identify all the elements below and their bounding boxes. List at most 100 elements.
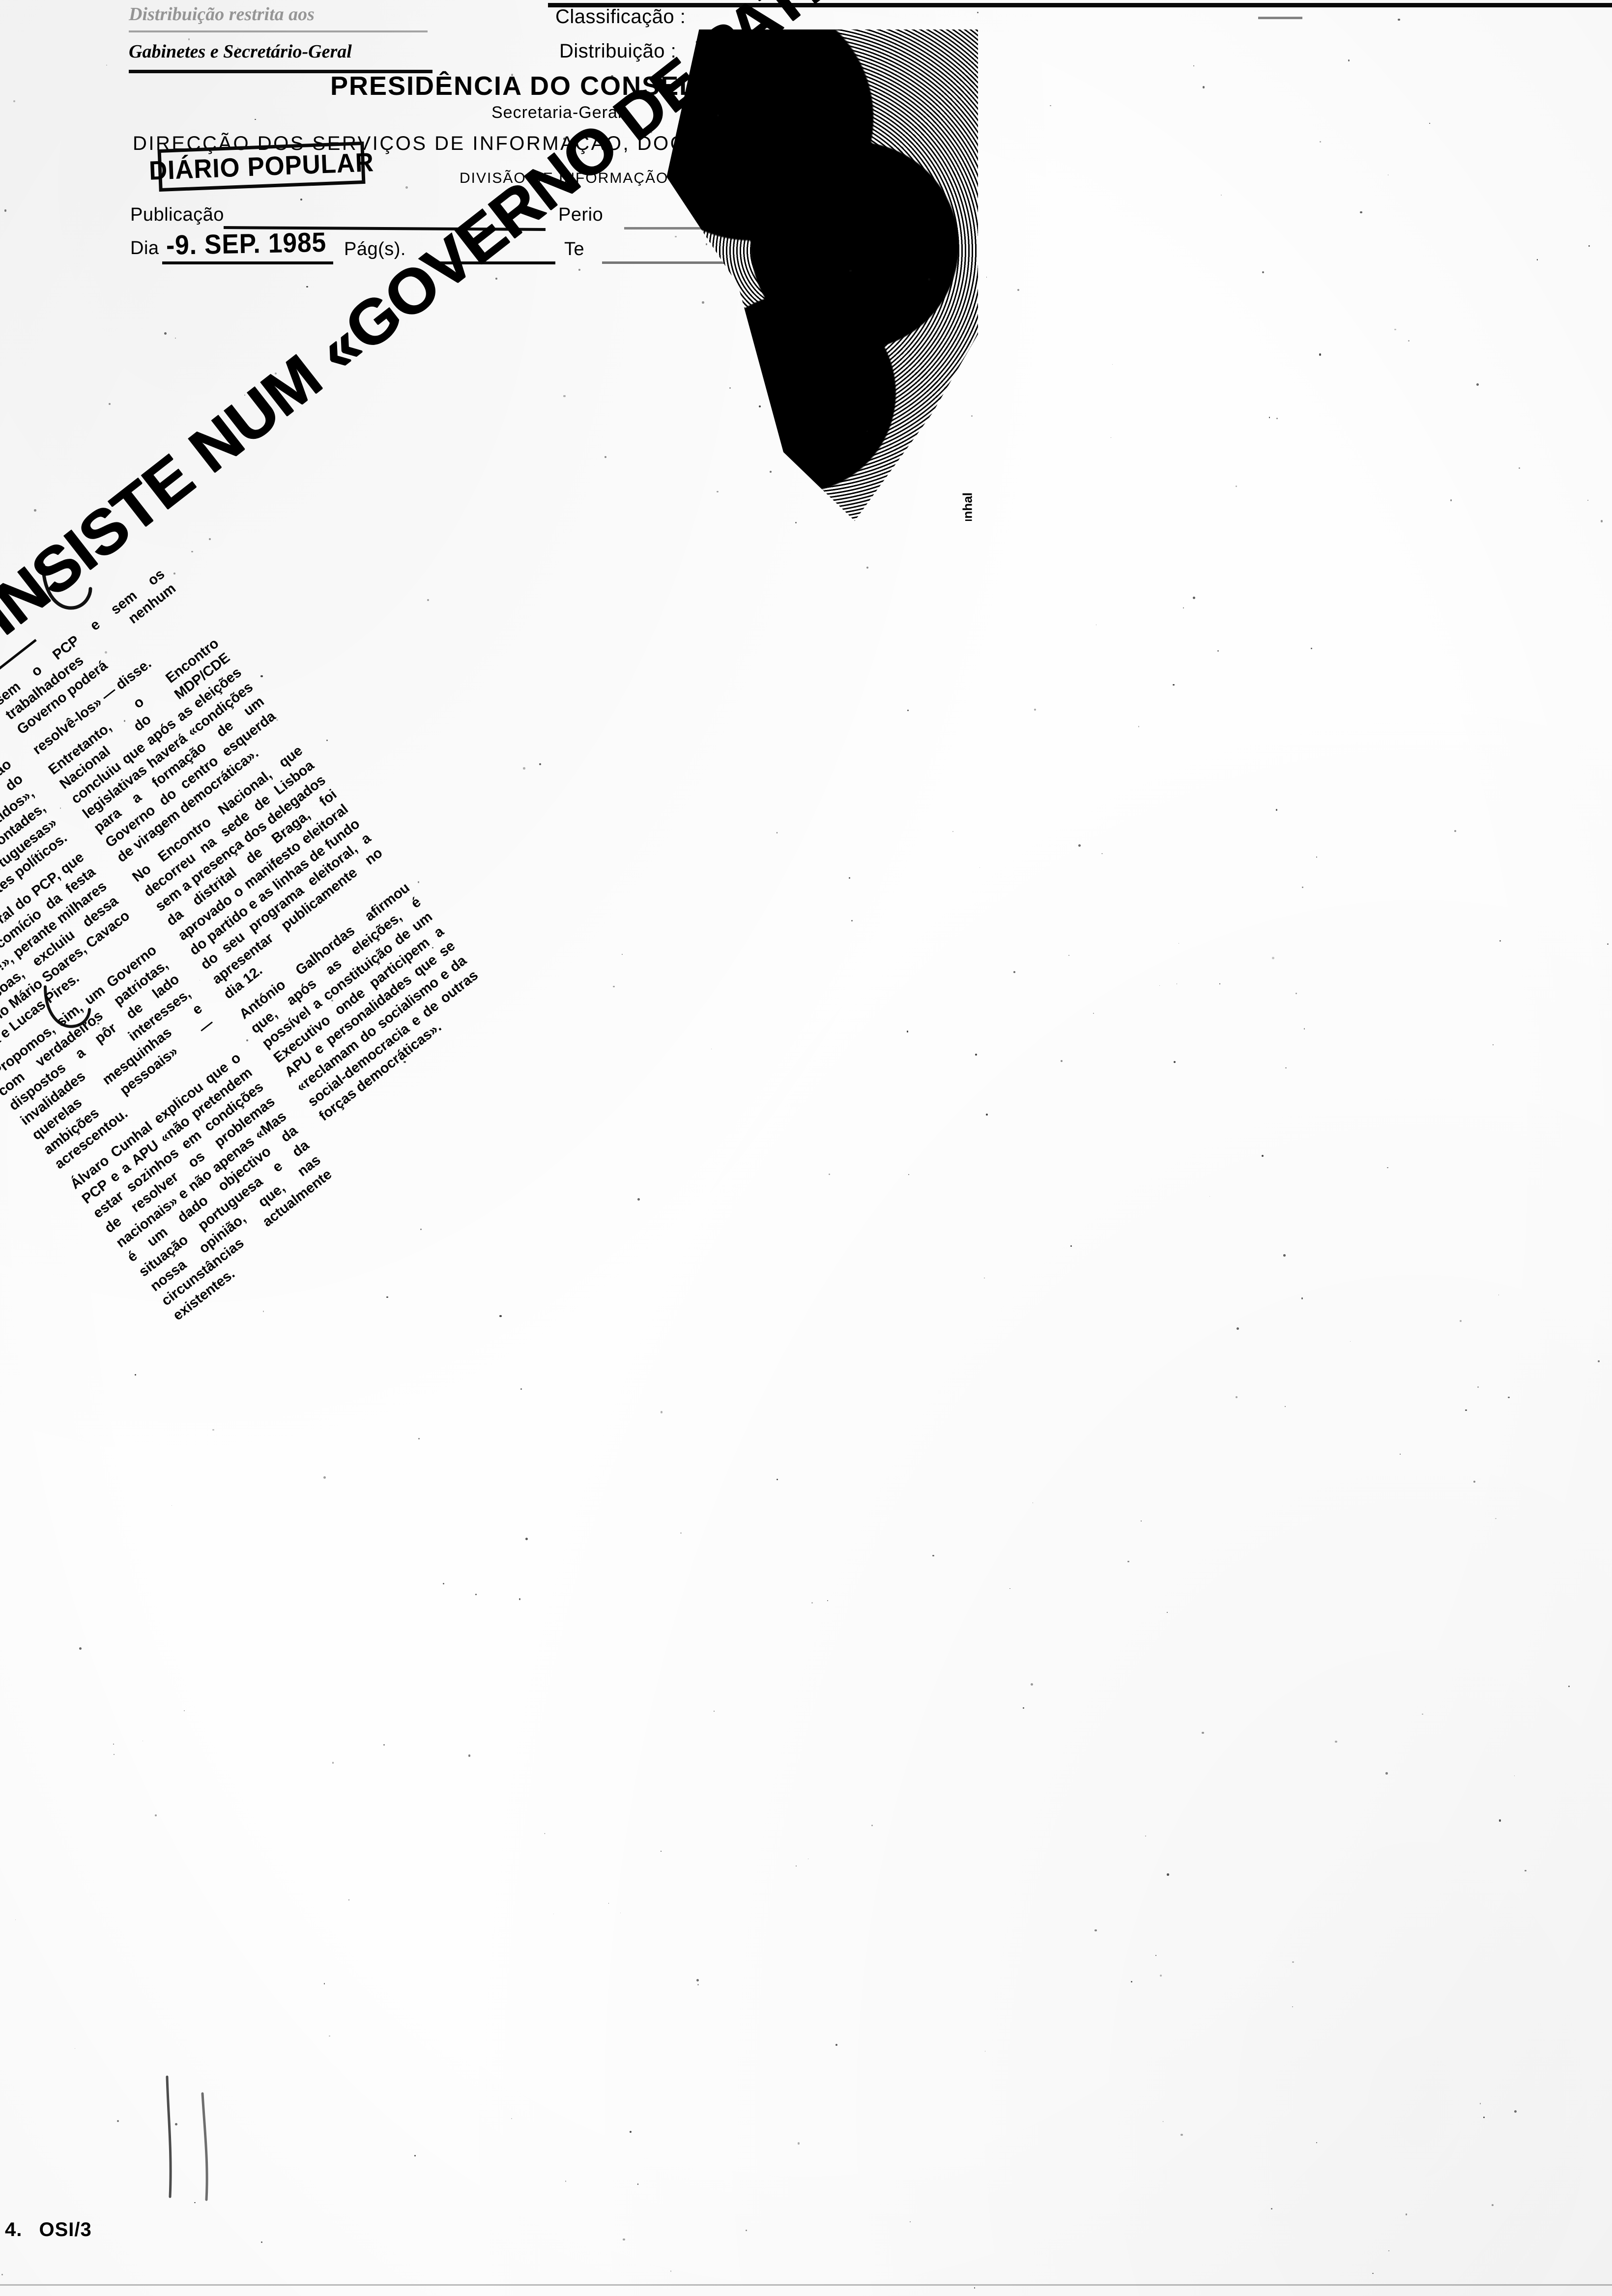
scan-speck — [637, 2183, 638, 2185]
scan-speck — [4, 919, 7, 922]
scan-speck — [1476, 383, 1479, 386]
scan-speck — [1568, 1686, 1570, 1688]
scan-speck — [520, 1388, 522, 1390]
scan-speck — [1209, 1196, 1210, 1197]
scan-speck — [1193, 65, 1195, 67]
scan-speck — [1176, 983, 1178, 984]
scan-speck — [977, 12, 979, 14]
scan-speck — [661, 1850, 662, 1852]
scan-speck — [405, 955, 406, 956]
scan-speck — [300, 198, 303, 201]
scan-speck — [1405, 2213, 1407, 2215]
scan-speck — [1284, 1406, 1286, 1407]
scan-speck — [1518, 467, 1520, 469]
scan-speck — [986, 277, 987, 278]
scan-speck — [154, 1814, 157, 1817]
scan-speck — [1070, 1245, 1072, 1247]
scan-speck — [971, 415, 973, 417]
scan-speck — [23, 649, 24, 650]
scan-speck — [105, 651, 108, 654]
scan-speck — [323, 1476, 326, 1479]
scan-speck — [174, 338, 176, 339]
scan-speck — [1422, 1713, 1423, 1715]
scan-speck — [260, 675, 263, 677]
scan-speck — [1387, 1167, 1389, 1169]
scan-speck — [907, 710, 909, 711]
top-rule-right-tick — [1258, 17, 1302, 19]
distribution-note-line1: Distribuição restrita aos — [129, 4, 315, 25]
scan-speck — [13, 100, 15, 102]
scan-speck — [1295, 992, 1297, 995]
scan-speck — [417, 881, 420, 883]
pags-rule — [437, 261, 555, 264]
scan-speck — [171, 1505, 173, 1506]
handwriting-mark-3 — [157, 2074, 236, 2202]
scan-speck — [1320, 141, 1322, 143]
scan-speck — [262, 1311, 264, 1312]
scan-speck — [1498, 1294, 1499, 1295]
scan-speck — [108, 402, 111, 405]
handwriting-mark-1 — [39, 560, 108, 619]
scan-speck — [499, 1315, 502, 1318]
scan-speck — [629, 2130, 632, 2133]
scan-speck — [1270, 2208, 1273, 2210]
scan-speck — [848, 877, 851, 879]
scan-speck — [212, 1429, 215, 1431]
scan-speck — [908, 1174, 909, 1175]
scan-speck — [705, 243, 708, 245]
scan-speck — [401, 918, 402, 919]
scan-speck — [101, 1136, 103, 1137]
scan-speck — [113, 1743, 114, 1745]
scan-speck — [306, 286, 308, 287]
form-code-prefix: 4. — [5, 2219, 23, 2240]
scan-speck — [1387, 174, 1389, 175]
scan-speck — [244, 395, 246, 396]
scan-speck — [565, 2180, 567, 2182]
scan-speck — [811, 1602, 813, 1604]
scan-speck — [1459, 1320, 1462, 1322]
scan-speck — [622, 953, 623, 955]
scan-speck — [1499, 940, 1501, 942]
scan-speck — [1303, 1028, 1305, 1030]
scan-speck — [797, 2142, 800, 2145]
scan-speck — [849, 270, 852, 272]
scan-speck — [329, 2035, 330, 2037]
scan-speck — [1301, 1297, 1303, 1299]
scan-speck — [1167, 1612, 1168, 1613]
scan-speck — [1400, 1453, 1401, 1455]
scan-speck — [326, 740, 328, 742]
scan-speck — [1061, 1060, 1063, 1062]
scan-speck — [1138, 726, 1140, 727]
scan-speck — [776, 1478, 778, 1481]
scan-speck — [1159, 985, 1160, 986]
scan-speck — [828, 1174, 830, 1176]
top-rule — [548, 3, 1612, 7]
scan-speck — [1394, 328, 1397, 331]
scan-speck — [1292, 2006, 1293, 2008]
distribution-note-underline-1 — [129, 30, 428, 32]
distribution-note-line2: Gabinetes e Secretário-Geral — [129, 41, 352, 62]
scan-speck — [1514, 2110, 1517, 2113]
scan-speck — [670, 2270, 672, 2272]
scan-speck — [418, 1438, 420, 1440]
scan-speck — [1607, 943, 1609, 945]
scan-speck — [475, 1593, 477, 1595]
scan-speck — [403, 1061, 406, 1063]
scan-speck — [974, 2287, 976, 2289]
dia-rule — [162, 261, 333, 264]
scan-speck — [1217, 650, 1219, 652]
scan-speck — [1013, 971, 1015, 973]
scan-speck — [1112, 364, 1113, 365]
scan-speck — [776, 832, 778, 834]
scan-speck — [332, 1762, 334, 1764]
form-code: OSI/3 — [39, 2219, 92, 2240]
scan-speck — [697, 1984, 699, 1986]
scan-speck — [1495, 1518, 1497, 1520]
scan-speck — [1272, 956, 1274, 959]
scan-speck — [420, 1228, 422, 1230]
scan-speck — [97, 1022, 100, 1025]
scan-speck — [578, 269, 580, 271]
scan-speck — [165, 145, 167, 147]
scan-speck — [1492, 2204, 1494, 2206]
scan-speck — [255, 119, 256, 120]
